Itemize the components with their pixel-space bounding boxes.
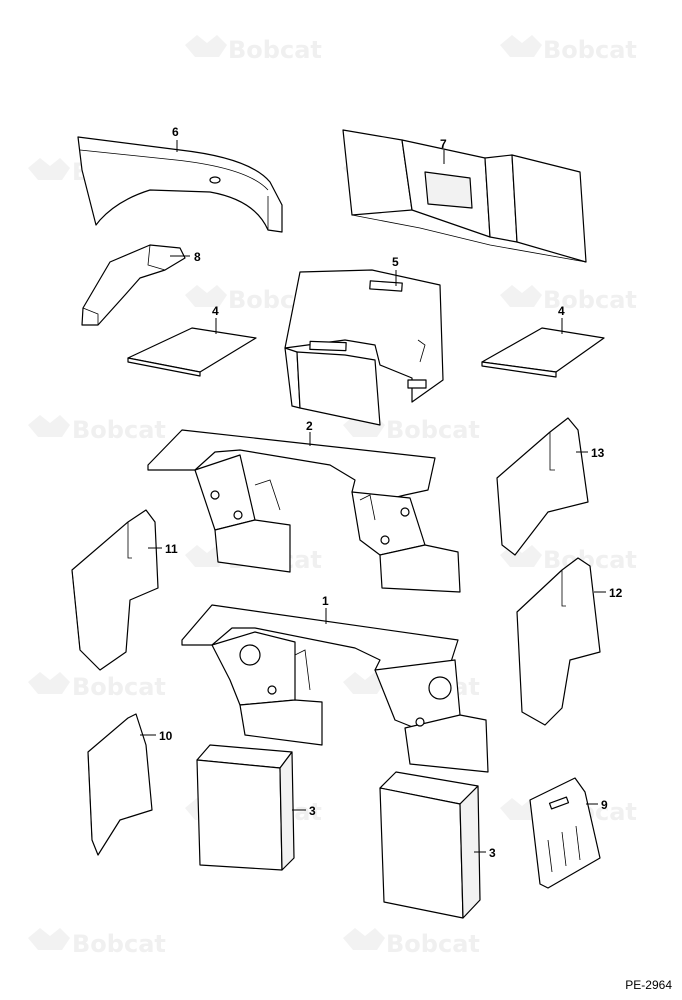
part-12-side-panel <box>516 557 601 726</box>
part-4-pad-left <box>127 327 257 377</box>
drawing-number: PE-2964 <box>625 978 672 992</box>
part-2-upper-frame <box>147 429 461 593</box>
callout-5: 5 <box>392 255 399 269</box>
callout-4-left: 4 <box>212 304 219 318</box>
callout-12: 12 <box>609 586 623 600</box>
watermark-text: Bobcat <box>543 286 637 314</box>
watermark-text: Bobcat <box>543 36 637 64</box>
callout-7: 7 <box>440 137 447 151</box>
watermark-text: Bobcat <box>72 930 166 958</box>
callouts: 6 7 8 5 4 4 2 13 11 12 1 10 3 3 9 <box>159 125 623 860</box>
callout-3-right: 3 <box>489 846 496 860</box>
part-13-side-panel <box>496 417 589 556</box>
watermark-text: Bobcat <box>386 930 480 958</box>
callout-13: 13 <box>591 446 605 460</box>
callout-1: 1 <box>322 594 329 608</box>
part-1-lower-frame <box>181 604 489 773</box>
watermark-text: Bobcat <box>72 673 166 701</box>
part-4-pad-right <box>481 327 605 378</box>
callout-3-left: 3 <box>309 804 316 818</box>
part-5-center-cover <box>284 269 444 426</box>
part-8-bracket <box>81 244 186 326</box>
callout-6: 6 <box>172 125 179 139</box>
part-6-fender-panel <box>77 136 283 233</box>
leader-lines <box>140 140 606 853</box>
watermark-text: Bobcat <box>228 36 322 64</box>
callout-10: 10 <box>159 729 173 743</box>
part-10-side-panel <box>87 713 153 856</box>
part-11-side-panel <box>71 509 159 671</box>
callout-11: 11 <box>165 542 178 556</box>
watermark-text: Bobcat <box>386 416 480 444</box>
callout-4-right: 4 <box>558 304 565 318</box>
part-3-block-left <box>196 744 295 871</box>
callout-9: 9 <box>601 798 608 812</box>
part-7-folded-panel <box>342 129 587 263</box>
callout-8: 8 <box>194 250 201 264</box>
callout-2: 2 <box>306 419 313 433</box>
part-3-block-right <box>379 771 481 919</box>
watermark-text: Bobcat <box>72 416 166 444</box>
part-9-slotted-plate <box>529 777 601 889</box>
